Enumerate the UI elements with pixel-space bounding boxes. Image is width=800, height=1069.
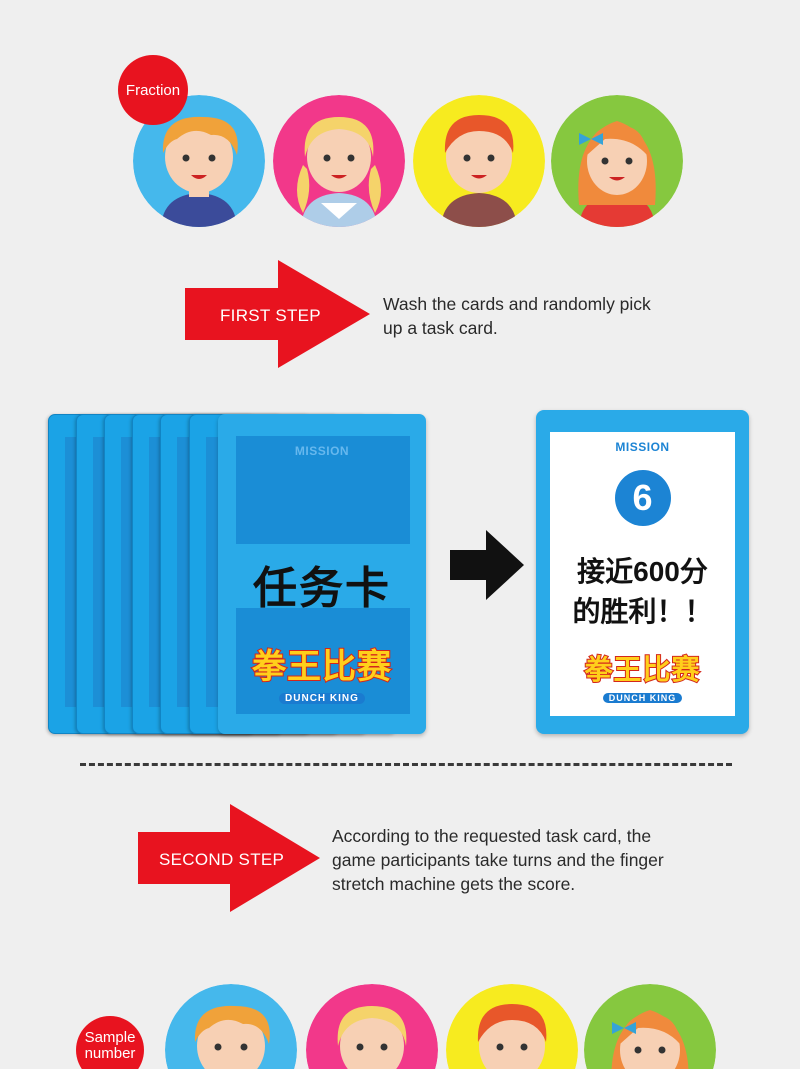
result-card-number: 6 [614,470,671,526]
result-card-logo: 拳王比赛 DUNCH KING [550,648,735,706]
avatar-boy-yellow [446,984,578,1069]
first-step-description: Wash the cards and randomly pick up a ta… [383,292,651,340]
task-card-title: 任务卡 [253,564,391,613]
second-step-description: According to the requested task card, th… [332,824,664,896]
result-card-logo-cn: 拳王比赛 [583,653,701,686]
fraction-badge-label: Fraction [125,81,181,99]
avatar-boy-blue [165,984,297,1069]
first-step-arrow [185,260,370,368]
avatar-girl-pink [273,95,405,227]
second-step-line-2: game participants take turns and the fin… [332,850,664,870]
task-card-logo-cn: 拳王比赛 [251,647,392,687]
dashed-divider [80,763,732,766]
result-card-mission: MISSION [615,440,670,454]
task-card: MISSION 任务卡 拳王比赛 DUNCH KING [218,414,426,734]
first-step-line-2: up a task card. [383,318,498,338]
result-card-logo-en: DUNCH KING [602,693,683,703]
task-card-mission: MISSION [294,444,350,458]
avatar-girl-green [584,984,716,1069]
avatar-boy-yellow [413,95,545,227]
avatar-girl-pink [306,984,438,1069]
first-step-line-1: Wash the cards and randomly pick [383,294,651,314]
second-step-line-3: stretch machine gets the score. [332,874,576,894]
second-step-line-1: According to the requested task card, th… [332,826,652,846]
first-step-label: FIRST STEP [220,306,321,325]
right-arrow-icon [450,530,524,605]
sample-badge-line-2: number [84,1045,136,1062]
task-card-logo: 拳王比赛 DUNCH KING [218,639,426,706]
result-card: MISSION 6 接近600分 的胜利！！ 拳王比赛 DUNCH KING [536,410,749,734]
task-card-logo-en: DUNCH KING [279,693,365,704]
avatar-boy-blue [133,95,265,227]
sample-number-badge: Sample number [76,1016,144,1069]
second-step-label: SECOND STEP [159,850,285,869]
result-card-line-2: 的胜利！！ [572,596,713,627]
second-step-arrow [138,804,320,912]
avatar-girl-green [551,95,683,227]
sample-badge-line-1: Sample [84,1029,136,1046]
result-card-line-1: 接近600分 [577,556,708,587]
fraction-badge: Fraction [118,55,188,125]
